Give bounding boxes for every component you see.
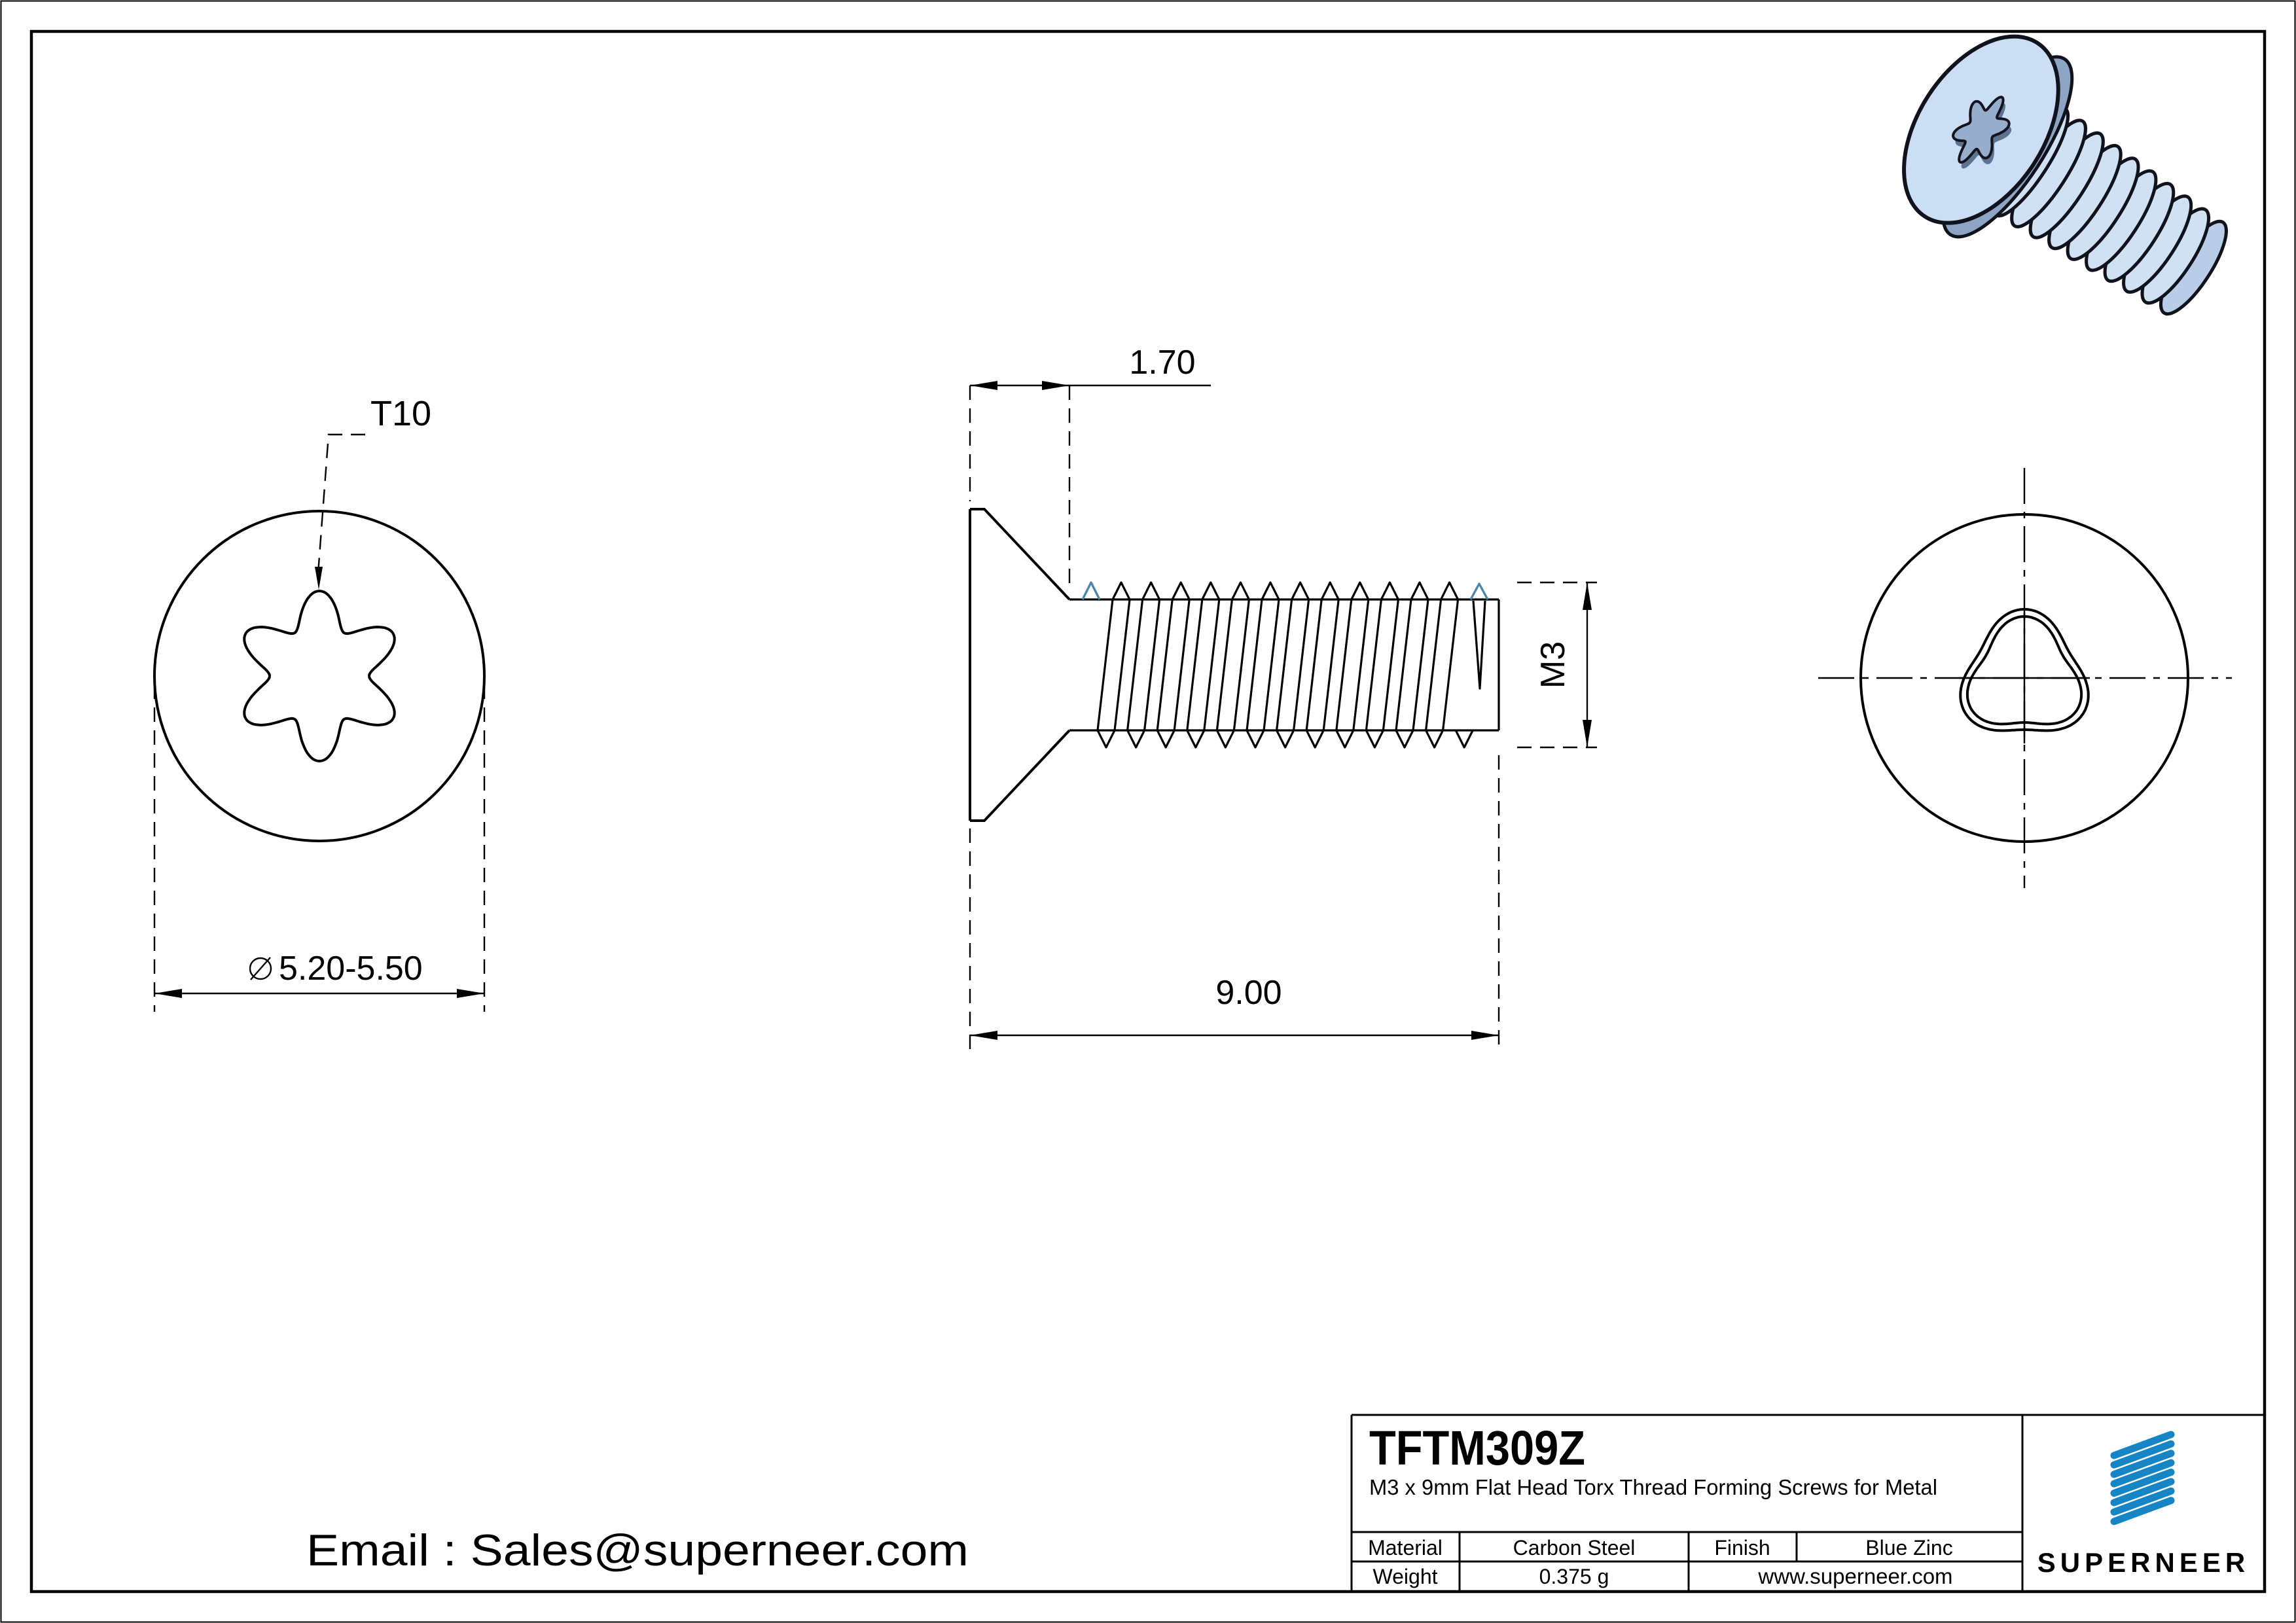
material-label: Material	[1368, 1536, 1443, 1560]
weight-label: Weight	[1372, 1565, 1437, 1588]
title-block: TFTM309Z M3 x 9mm Flat Head Torx Thread …	[1350, 1414, 2265, 1592]
dim-arrow-left-icon	[970, 1031, 997, 1040]
side-view-screw: 1.70 9.00 M3	[969, 344, 1597, 1052]
thread-runout-marks	[1081, 581, 1489, 600]
head-height-label: 1.70	[1129, 344, 1195, 382]
screw-length-label: 9.00	[1215, 974, 1282, 1012]
thread-crests-top	[1111, 581, 1460, 600]
top-view-head: T10 5.20-5.50	[153, 394, 486, 1012]
material-value: Carbon Steel	[1513, 1536, 1636, 1560]
title-block-grid	[1350, 1414, 2265, 1592]
head-diameter-label: 5.20-5.50	[279, 950, 423, 988]
dim-arrow-down-icon	[1583, 720, 1592, 747]
dim-arrow-left-icon	[970, 381, 997, 390]
thread-size-label: M3	[1534, 641, 1572, 688]
finish-value: Blue Zinc	[1865, 1536, 1952, 1560]
thread-flank-lines	[1096, 599, 1460, 731]
dim-arrow-right-icon	[1471, 1031, 1499, 1040]
t10-leader-line	[317, 433, 365, 574]
torx-recess-3d-icon	[1952, 96, 2011, 164]
torx-recess-icon	[243, 589, 396, 763]
part-description: M3 x 9mm Flat Head Torx Thread Forming S…	[1369, 1475, 1937, 1499]
part-number: TFTM309Z	[1369, 1421, 1585, 1475]
finish-label: Finish	[1714, 1536, 1770, 1560]
dim-arrow-right-icon	[457, 989, 484, 998]
website-link: www.superneer.com	[1757, 1564, 1952, 1588]
brand-name: SUPERNEER	[2037, 1547, 2250, 1578]
head-outline-circle	[153, 510, 486, 842]
drawing-frame-border	[29, 29, 2267, 1594]
torx-size-label: T10	[370, 394, 431, 433]
thread-runout-vee	[1472, 600, 1486, 690]
head-profile	[969, 508, 1071, 822]
t10-leader-arrowhead-icon	[315, 567, 323, 590]
dim-arrow-up-icon	[1583, 582, 1592, 610]
trilobular-outline-inner	[1965, 615, 2083, 726]
weight-value: 0.375 g	[1539, 1565, 1609, 1588]
trilobular-outline-outer	[1959, 607, 2090, 732]
thread-crests-bottom	[1096, 730, 1474, 749]
screw-3d-render	[1902, 34, 2228, 316]
diameter-symbol-icon	[249, 957, 272, 980]
contact-email: Email : Sales@superneer.com	[306, 1525, 969, 1575]
superneer-logo-icon	[2110, 1431, 2175, 1525]
dim-arrow-right-icon	[1042, 381, 1069, 390]
dim-arrow-left-icon	[154, 989, 182, 998]
end-view	[1818, 468, 2232, 888]
